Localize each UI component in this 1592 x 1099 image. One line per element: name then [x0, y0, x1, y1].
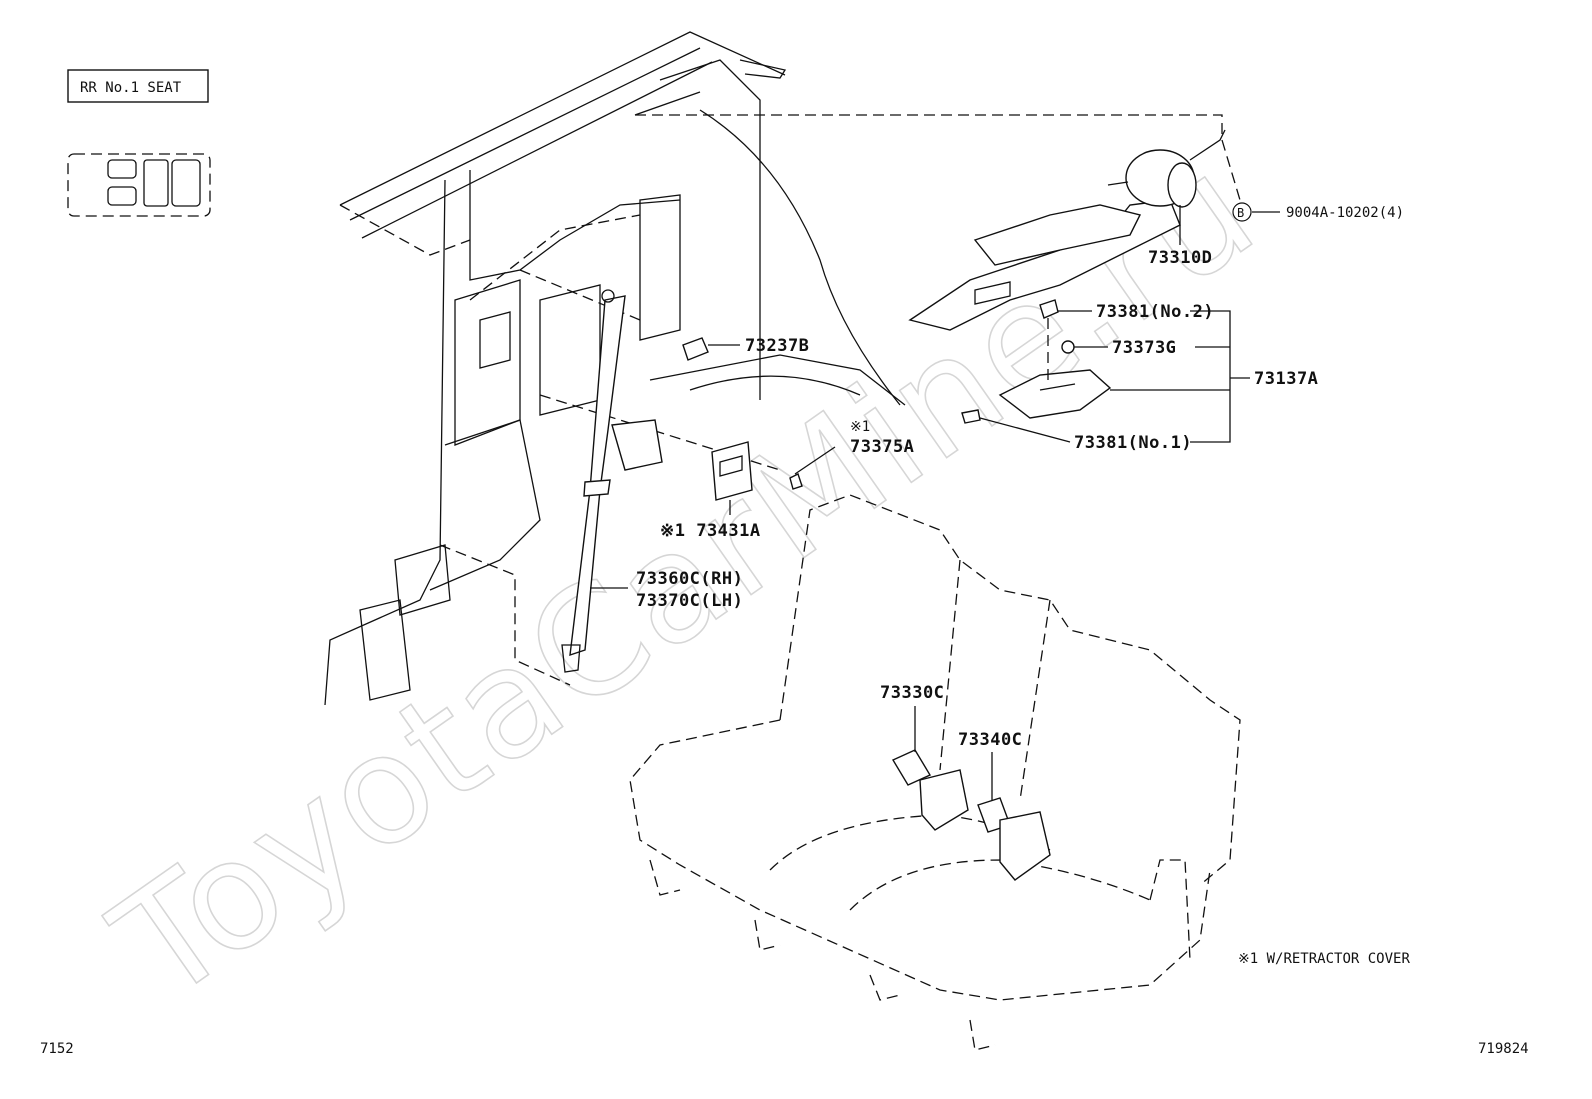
part-label-73373G: 73373G	[1112, 338, 1176, 358]
bolt-symbol: B	[1237, 206, 1244, 220]
footnote: ※1 W/RETRACTOR COVER	[1238, 951, 1410, 967]
part-label-73381-no1: 73381(No.1)	[1074, 433, 1192, 453]
part-label-73375A-mark: ※1	[850, 419, 870, 435]
part-label-73381-no2: 73381(No.2)	[1096, 302, 1214, 322]
part-label-73310D: 73310D	[1148, 248, 1212, 268]
part-label-73370C: 73370C(LH)	[636, 591, 743, 611]
part-label-73340C: 73340C	[958, 730, 1022, 750]
buckle-icon	[891, 706, 1051, 881]
leader-dashed-top	[635, 114, 1241, 201]
retractor-cover-icon	[711, 441, 836, 515]
bolt-part-number: 9004A-10202(4)	[1286, 205, 1404, 221]
retractor-assembly-icon	[908, 129, 1226, 331]
seat-layout-icon	[67, 153, 211, 217]
part-label-73360C: 73360C(RH)	[636, 569, 743, 589]
part-label-73375A: 73375A	[850, 437, 914, 457]
part-label-73431A: ※1 73431A	[660, 521, 761, 541]
bracket-small-parts	[961, 299, 1112, 424]
part-73237B-icon	[682, 337, 740, 361]
part-label-73237B: 73237B	[745, 336, 809, 356]
belt-icon	[561, 289, 663, 673]
part-label-73330C: 73330C	[880, 683, 944, 703]
footer-right-code: 719824	[1478, 1041, 1529, 1057]
part-label-73137A: 73137A	[1254, 369, 1318, 389]
seat-label: RR No.1 SEAT	[80, 80, 182, 96]
body-panel-drawing	[324, 31, 906, 706]
bolt-callout: B 9004A-10202(4)	[1232, 202, 1404, 222]
small-parts-leaders	[979, 310, 1250, 443]
seat-label-box: RR No.1 SEAT	[67, 69, 209, 103]
footer-left-code: 7152	[40, 1041, 74, 1057]
